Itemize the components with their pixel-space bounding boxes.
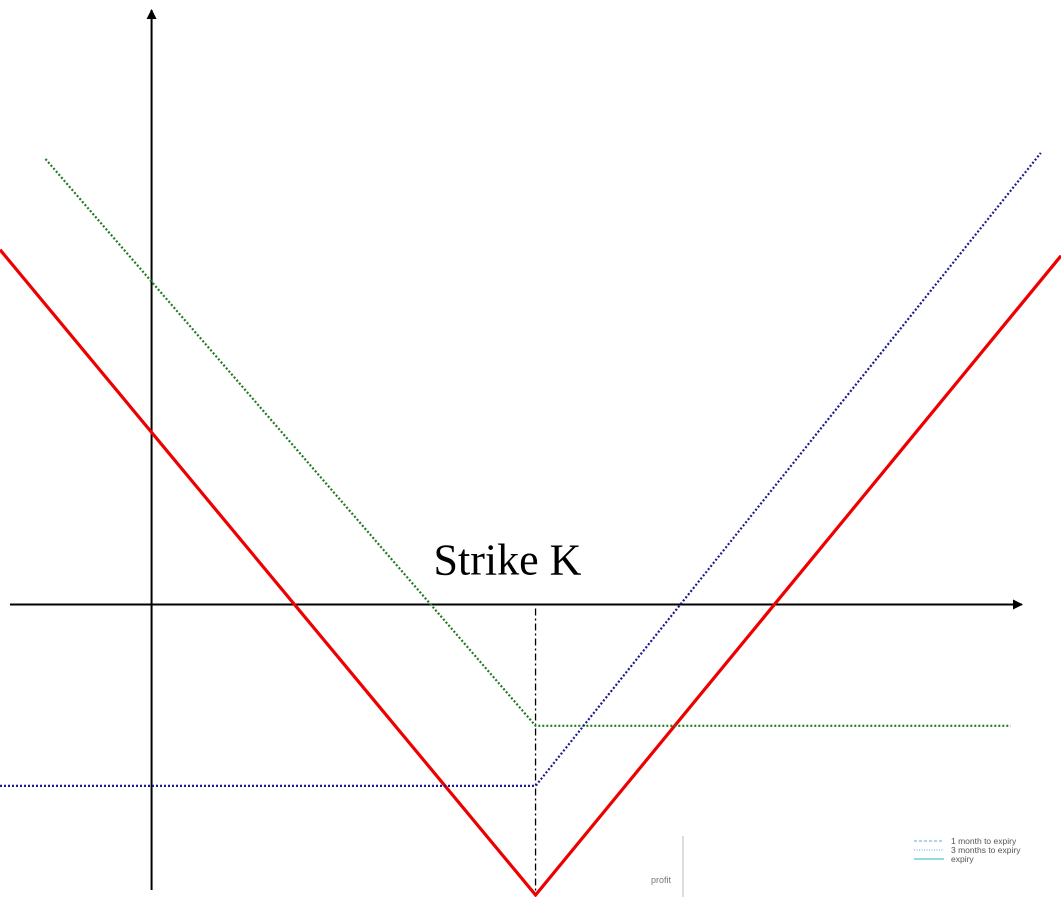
axes	[10, 9, 1023, 893]
profit-label: profit	[651, 875, 672, 885]
legend-label: 3 months to expiry	[951, 845, 1021, 855]
labels: Strike K profit	[434, 535, 684, 897]
series-expiry-payoff	[0, 248, 1061, 897]
strike-label: Strike K	[434, 535, 582, 584]
series-group	[0, 152, 1061, 897]
legend-label: expiry	[951, 854, 974, 864]
series-put-premium	[44, 158, 1011, 727]
legend-label: 1 month to expiry	[951, 836, 1017, 846]
